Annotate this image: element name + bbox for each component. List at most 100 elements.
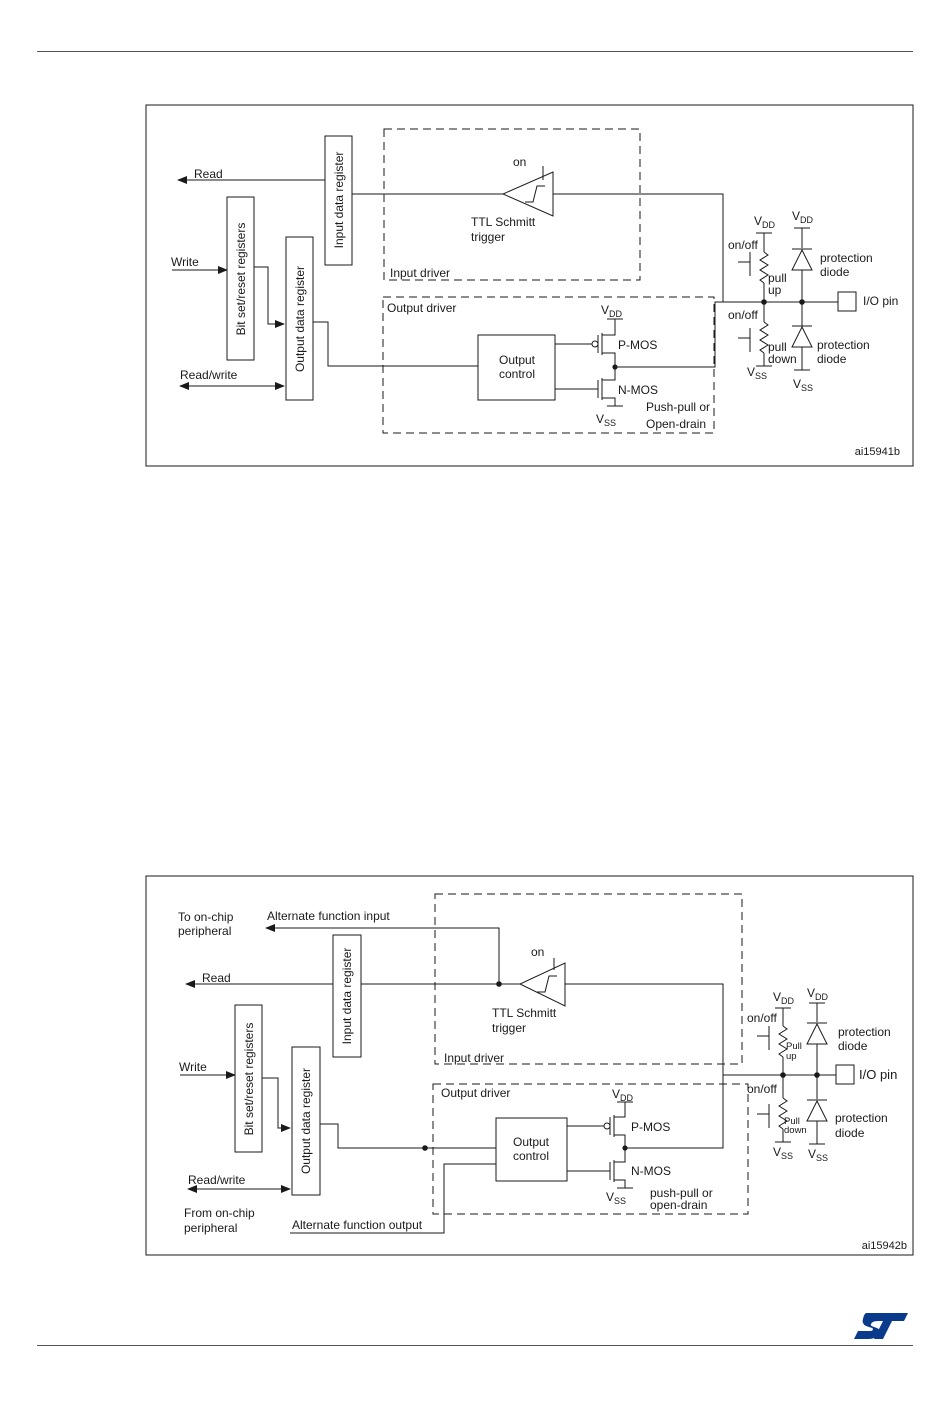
- protection-diode-bottom: [791, 325, 813, 348]
- vss-diode-label: VSS: [793, 377, 813, 393]
- header-rule: [37, 51, 913, 52]
- bit-set-reset-box: [226, 196, 255, 361]
- bit-set-reset-label: Bit set/reset registers: [234, 223, 248, 336]
- output-driver-box: [432, 1083, 749, 1215]
- alt-output-line: [290, 1163, 496, 1234]
- on-off-label-bottom: on/off: [728, 308, 758, 322]
- input-driver-label: Input driver: [390, 266, 450, 280]
- output-control-label-2: control: [513, 1149, 549, 1163]
- protection-top-label-2: diode: [820, 265, 850, 279]
- vss-diode-label: VSS: [808, 1147, 828, 1163]
- on-off-label-top: on/off: [747, 1011, 777, 1025]
- bsrr-to-odr: [262, 1077, 291, 1132]
- io-pin-box: [837, 291, 857, 312]
- pull-up-label-1: pull: [768, 271, 787, 285]
- ttl-label-1: TTL Schmitt: [471, 215, 536, 229]
- bsrr-to-odr: [254, 266, 285, 328]
- footer-rule: [37, 1345, 913, 1346]
- figure-1-gpio-input-output: Read Write Read/write Input data registe…: [145, 104, 914, 467]
- push-pull-label-1: Push-pull or: [646, 400, 710, 414]
- schmitt-trigger: [518, 962, 566, 1007]
- output-driver-label: Output driver: [441, 1086, 510, 1100]
- io-pin-box: [835, 1064, 855, 1085]
- protection-bottom-label-2: diode: [835, 1126, 865, 1140]
- input-data-register-box: [332, 934, 362, 1058]
- read-label: Read: [194, 167, 223, 181]
- alt-output-label: Alternate function output: [292, 1218, 423, 1232]
- on-label: on: [531, 945, 544, 959]
- pull-down-label-2: down: [784, 1125, 807, 1136]
- to-on-chip-label-1: To on-chip: [178, 910, 234, 924]
- read-label: Read: [202, 971, 231, 985]
- output-control-label-1: Output: [499, 353, 536, 367]
- protection-top-label-1: protection: [838, 1025, 891, 1039]
- from-on-chip-label-2: peripheral: [184, 1221, 237, 1235]
- ttl-label-2: trigger: [492, 1021, 526, 1035]
- schmitt-trigger: [501, 171, 554, 217]
- mos-output: [615, 301, 723, 368]
- input-driver-box: [383, 128, 641, 281]
- io-pin-label: I/O pin: [863, 294, 898, 308]
- pull-up-label-1: Pull: [786, 1041, 802, 1052]
- pull-down-resistor: [759, 321, 769, 354]
- output-driver-label: Output driver: [387, 301, 456, 315]
- protection-top-label-2: diode: [838, 1039, 868, 1053]
- figure-2-gpio-alternate-function: To on-chip peripheral Alternate function…: [145, 875, 914, 1256]
- protection-bottom-label-2: diode: [817, 352, 847, 366]
- vss-pulldown-label: VSS: [747, 365, 767, 381]
- hysteresis-icon: [537, 975, 557, 993]
- vdd-diode-label: VDD: [792, 209, 814, 225]
- push-pull-label-2: Open-drain: [646, 417, 706, 431]
- on-off-label-top: on/off: [728, 238, 758, 252]
- nmos-label: N-MOS: [631, 1164, 671, 1178]
- to-on-chip-label-2: peripheral: [178, 924, 231, 938]
- ttl-label-1: TTL Schmitt: [492, 1006, 557, 1020]
- vss-mos-label: VSS: [596, 412, 616, 428]
- push-pull-label-2: open-drain: [650, 1198, 707, 1212]
- output-control-label-1: Output: [513, 1135, 550, 1149]
- io-pin-label: I/O pin: [859, 1067, 897, 1082]
- figure-1-frame: [145, 104, 914, 467]
- input-driver-box: [434, 893, 743, 1065]
- figure-2-id: ai15942b: [862, 1240, 907, 1252]
- vss-pulldown-label: VSS: [773, 1145, 793, 1161]
- output-data-register-label: Output data register: [293, 266, 307, 372]
- vdd-mos-label: VDD: [612, 1087, 634, 1103]
- figure-2-frame: [145, 875, 914, 1256]
- nmos-label: N-MOS: [618, 383, 658, 397]
- pull-up-label-2: up: [786, 1051, 797, 1062]
- pad-to-trigger: [565, 983, 724, 1075]
- input-data-register-box: [324, 135, 353, 266]
- protection-diode-bottom: [806, 1099, 828, 1122]
- input-driver-label: Input driver: [444, 1051, 504, 1065]
- hysteresis-icon: [525, 185, 545, 203]
- on-off-label-bottom: on/off: [747, 1082, 777, 1096]
- output-control-box: [477, 334, 556, 401]
- pmos-label: P-MOS: [631, 1120, 670, 1134]
- odr-to-control: [313, 321, 478, 367]
- output-data-register-label: Output data register: [299, 1068, 313, 1174]
- odr-to-mux: [320, 1123, 425, 1149]
- input-data-register-label: Input data register: [332, 152, 346, 249]
- read-write-label: Read/write: [188, 1173, 246, 1187]
- output-data-register-box: [291, 1046, 321, 1196]
- vdd-pullup-label: VDD: [754, 214, 776, 230]
- protection-diode-top: [791, 248, 813, 271]
- figure-1-id: ai15941b: [855, 446, 900, 458]
- on-label: on: [513, 155, 526, 169]
- write-label: Write: [179, 1060, 207, 1074]
- pmos-gate-bubble: [603, 1122, 611, 1130]
- write-label: Write: [171, 255, 199, 269]
- pull-up-resistor: [778, 1025, 788, 1058]
- alt-input-label: Alternate function input: [267, 909, 390, 923]
- push-pull-label-1: push-pull or: [650, 1186, 713, 1200]
- pull-down-label-2: down: [768, 352, 797, 366]
- st-logo: [854, 1313, 908, 1339]
- from-on-chip-label-1: From on-chip: [184, 1206, 255, 1220]
- protection-bottom-label-1: protection: [817, 338, 870, 352]
- vdd-pullup-label: VDD: [773, 990, 795, 1006]
- pull-down-resistor: [778, 1097, 788, 1130]
- input-data-register-label: Input data register: [340, 948, 354, 1045]
- pull-up-label-2: up: [768, 283, 782, 297]
- output-control-label-2: control: [499, 367, 535, 381]
